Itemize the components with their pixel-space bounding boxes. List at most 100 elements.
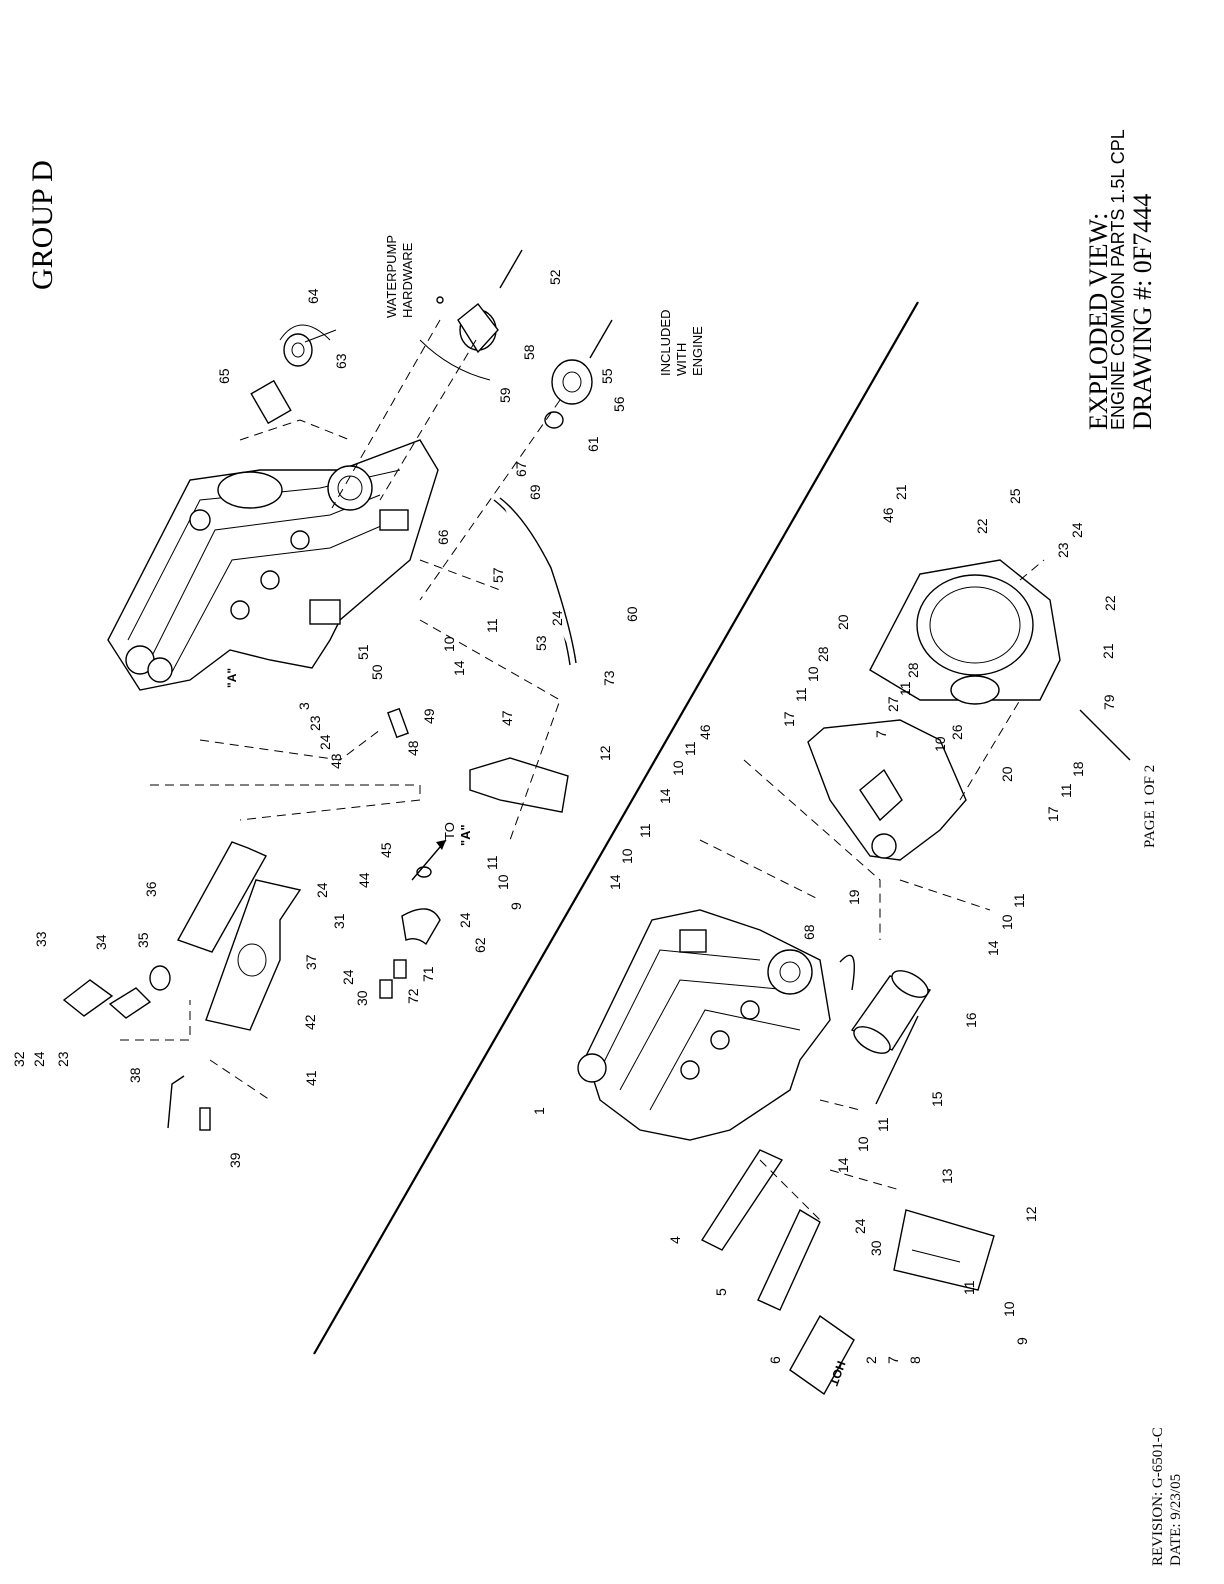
callout-51: 51 (355, 644, 371, 660)
callout-67: 67 (513, 461, 529, 477)
callout-25: 25 (1007, 488, 1023, 504)
callout-30: 30 (354, 990, 370, 1006)
callout-10: 10 (1001, 1301, 1017, 1317)
callout-66: 66 (435, 529, 451, 545)
callout-14: 14 (451, 660, 467, 676)
callout-10: 10 (999, 914, 1015, 930)
callout-69: 69 (527, 484, 543, 500)
callout-72: 72 (405, 988, 421, 1004)
callout-55: 55 (599, 368, 615, 384)
callout-20: 20 (999, 766, 1015, 782)
callout-65: 65 (216, 368, 232, 384)
callout-24: 24 (852, 1218, 868, 1234)
callout-24: 24 (549, 610, 565, 626)
callout-45: 45 (378, 842, 394, 858)
callout-23: 23 (307, 715, 323, 731)
callout-15: 15 (929, 1091, 945, 1107)
callout-43: 43 (328, 753, 344, 769)
callout-53: 53 (533, 635, 549, 651)
waterpump-note-line-2: HARDWARE (400, 242, 415, 318)
callout-48: 48 (405, 740, 421, 756)
callout-34: 34 (93, 934, 109, 950)
callout-14: 14 (657, 788, 673, 804)
callout-60: 60 (624, 606, 640, 622)
callout-49: 49 (421, 708, 437, 724)
callout-12: 12 (1023, 1206, 1039, 1222)
callout-26: 26 (949, 724, 965, 740)
callout-31: 31 (331, 913, 347, 929)
callout-11: 11 (682, 741, 698, 756)
callout-46: 46 (880, 507, 896, 523)
callout-10: 10 (441, 636, 457, 652)
engine-mount-brackets: HOT (700, 1149, 995, 1396)
callout-11: 11 (897, 681, 913, 696)
callout-23: 23 (1055, 542, 1071, 558)
callout-18: 18 (1070, 761, 1086, 777)
callout-24: 24 (31, 1051, 47, 1067)
callout-17: 17 (781, 711, 797, 727)
callout-11: 11 (484, 855, 500, 870)
callout-79: 79 (1101, 694, 1117, 710)
to-a-note-line-2: "A" (458, 824, 473, 846)
callout-11: 11 (1011, 893, 1027, 908)
callout-12: 12 (597, 745, 613, 761)
callout-22: 22 (1102, 595, 1118, 611)
callout-24: 24 (457, 912, 473, 928)
callout-64: 64 (305, 288, 321, 304)
callout-24: 24 (1069, 522, 1085, 538)
callout-42: 42 (302, 1014, 318, 1030)
callout-71: 71 (420, 966, 436, 982)
callout-38: 38 (127, 1067, 143, 1083)
callout-24: 24 (314, 882, 330, 898)
callout-21: 21 (1100, 643, 1116, 659)
callout-41: 41 (303, 1070, 319, 1086)
callout-11: 11 (1058, 783, 1074, 798)
callout-33: 33 (33, 931, 49, 947)
callout-23: 23 (55, 1051, 71, 1067)
callout-30: 30 (868, 1240, 884, 1256)
callout-10: 10 (805, 666, 821, 682)
callout-14: 14 (835, 1157, 851, 1173)
callout-57: 57 (490, 567, 506, 583)
included-note-line-3: ENGINE (690, 326, 705, 376)
callout-24: 24 (340, 969, 356, 985)
callout-44: 44 (356, 872, 372, 888)
callout-32: 32 (11, 1051, 27, 1067)
callout-58: 58 (521, 344, 537, 360)
callout-21: 21 (893, 484, 909, 500)
callout-28: 28 (815, 646, 831, 662)
callout-5: 5 (713, 1288, 729, 1296)
to-a-note-line-1: TO (442, 822, 457, 840)
bellhousing (869, 559, 1061, 705)
manifold-parts (62, 707, 569, 1131)
callout-62: 62 (472, 937, 488, 953)
adapter-plate (807, 719, 967, 861)
callout-11: 11 (793, 687, 809, 702)
callout-73: 73 (601, 670, 617, 686)
callout-47: 47 (499, 710, 515, 726)
callout-2: 2 (863, 1356, 879, 1364)
callout-20: 20 (835, 614, 851, 630)
callout-14: 14 (985, 940, 1001, 956)
included-note-line-2: WITH (674, 343, 689, 376)
waterpump-note-line-1: WATERPUMP (384, 235, 399, 318)
callout-7: 7 (885, 1356, 901, 1364)
callout-11: 11 (484, 618, 500, 633)
callout-11: 11 (875, 1117, 891, 1132)
callout-46: 46 (697, 724, 713, 740)
callout-10: 10 (932, 736, 948, 752)
engine-block-assembly (577, 909, 831, 1141)
callout-14: 14 (607, 874, 623, 890)
callout-28: 28 (905, 662, 921, 678)
callout-24: 24 (317, 734, 333, 750)
cylinder-head-assembly (107, 439, 439, 691)
callout-10: 10 (495, 874, 511, 890)
starter-motor (850, 970, 932, 1105)
callout-3: 3 (296, 702, 312, 710)
callout-59: 59 (497, 387, 513, 403)
callout-36: 36 (143, 881, 159, 897)
section-divider-line (313, 301, 919, 1355)
